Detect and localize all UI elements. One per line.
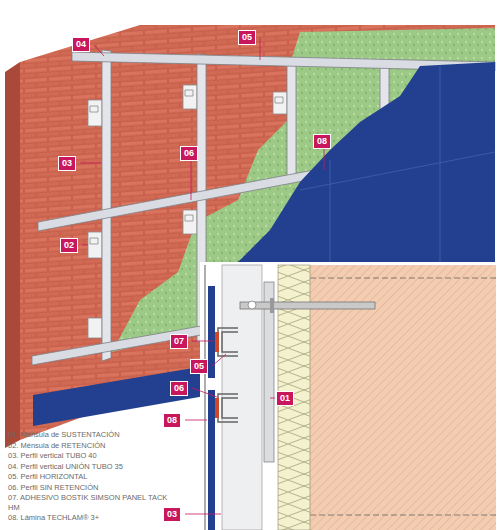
callout-number: 08: [313, 134, 331, 149]
part-name: 08. Lámina TECHLAM® 3+: [8, 513, 178, 523]
callout-number: 03: [58, 156, 76, 171]
part-name: 02. Ménsula de RETENCIÓN: [8, 441, 178, 451]
callout-text: 06: [184, 148, 194, 158]
part-name: 05. Perfil HORIZONTAL: [8, 472, 178, 482]
legend-list: 01. Ménsula de SUSTENTACIÓN02. Ménsula d…: [8, 430, 178, 524]
callout-text: 03: [167, 509, 177, 519]
part-name: 03. Perfil vertical TUBO 40: [8, 451, 178, 461]
callout-text: 08: [317, 136, 327, 146]
callout-text: 06: [174, 383, 184, 393]
callout-number: 05: [238, 30, 256, 45]
callout-number: 03: [163, 507, 181, 522]
section-detail: [185, 262, 496, 530]
callout-text: 03: [62, 158, 72, 168]
callout-number: 01: [276, 391, 294, 406]
callout-text: 05: [242, 32, 252, 42]
callout-number: 06: [170, 381, 188, 396]
callout-number: 02: [60, 238, 78, 253]
callout-text: 07: [174, 336, 184, 346]
callout-number: 06: [180, 146, 198, 161]
callout-text: 08: [167, 415, 177, 425]
part-name: 07. ADHESIVO BOSTIK SIMSON PANEL TACK HM: [8, 493, 178, 512]
callout-number: 05: [190, 359, 208, 374]
part-name: 01. Ménsula de SUSTENTACIÓN: [8, 430, 178, 440]
leader-lines: [80, 38, 324, 245]
callout-number: 04: [72, 37, 90, 52]
part-name: 04. Perfil vertical UNIÓN TUBO 35: [8, 462, 178, 472]
callout-text: 05: [194, 361, 204, 371]
part-name: 06. Perfil SIN RETENCIÓN: [8, 483, 178, 493]
callout-text: 02: [64, 240, 74, 250]
callout-text: 01: [280, 393, 290, 403]
callout-number: 08: [163, 413, 181, 428]
callout-text: 04: [76, 39, 86, 49]
callout-number: 07: [170, 334, 188, 349]
